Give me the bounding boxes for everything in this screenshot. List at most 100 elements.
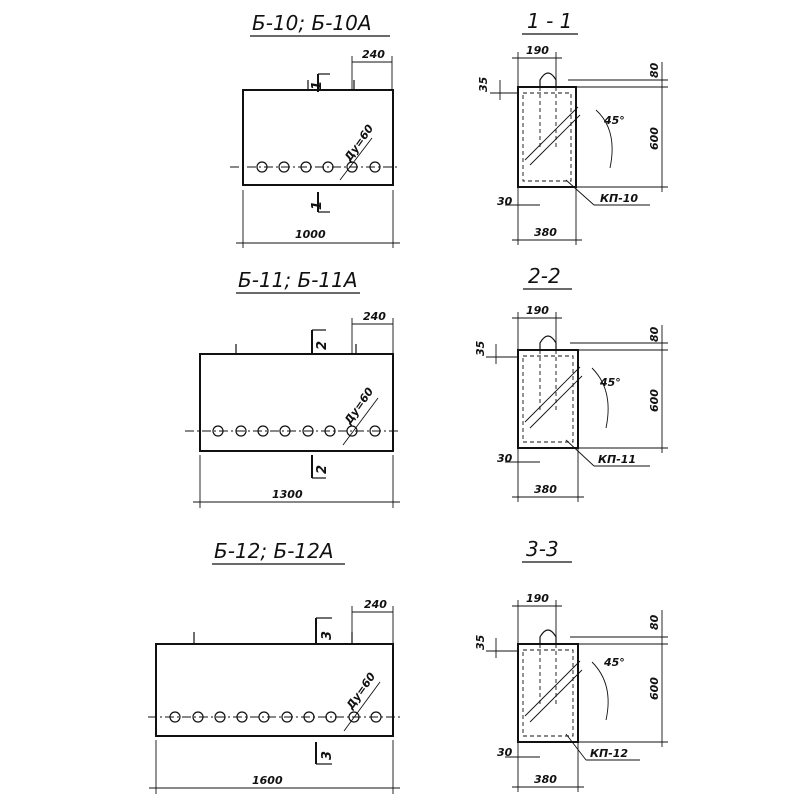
section-1-dim-30: 30 [497, 195, 513, 208]
section-1-width-bottom: 380 [534, 226, 557, 239]
block-b10-row: Б-10; Б-10А Ду=60 1 1 240 [230, 9, 668, 248]
section-3-dim-35: 35 [474, 634, 487, 650]
hole [325, 711, 337, 723]
section-3-angle-arc [591, 661, 609, 721]
block-b10-holes [256, 161, 381, 173]
block-b11-hole-label: Ду=60 [341, 385, 376, 428]
block-b12-title: Б-12; Б-12А [214, 539, 334, 563]
hole [236, 711, 248, 723]
section-3-outline [517, 643, 579, 743]
section-2-bevel [524, 366, 581, 423]
block-b10-title: Б-10; Б-10А [252, 11, 372, 35]
section-1-bevel [529, 114, 581, 166]
hole [324, 425, 336, 437]
section-2-bevel [529, 375, 583, 429]
section-2-title: 2-2 [528, 264, 561, 288]
frame-leader [565, 439, 595, 467]
hole [192, 711, 204, 723]
section-1-frame-label: КП-10 [600, 192, 638, 205]
block-b11-length-label: 1300 [272, 488, 303, 501]
hole [279, 425, 291, 437]
block-b10-length-label: 1000 [295, 228, 326, 241]
section-1-bevel [524, 106, 579, 161]
section-3-lifting-loop [539, 629, 557, 644]
section-2-lifting-loop [539, 335, 557, 350]
hole [278, 161, 290, 173]
hole [346, 161, 358, 173]
block-b11-holes [212, 425, 381, 437]
block-b11-cut-mark-bottom: 2 [315, 465, 330, 474]
block-b11-elevation [199, 353, 394, 452]
hole [302, 425, 314, 437]
block-b10-offset-label: 240 [362, 48, 385, 61]
section-3-dim-30: 30 [497, 746, 513, 759]
hole [348, 711, 360, 723]
section-3-bevel [529, 669, 583, 723]
section-1-dim-35: 35 [477, 76, 490, 92]
block-b12-cut-mark-top: 3 [320, 631, 335, 640]
section-1-outline [517, 86, 577, 188]
block-b12-offset-label: 240 [364, 598, 387, 611]
hole-leader [343, 681, 381, 732]
block-b11-title: Б-11; Б-11А [238, 268, 358, 292]
section-2-width-top: 190 [526, 304, 549, 317]
section-3-title: 3-3 [526, 537, 559, 561]
section-1-rebar-cage [522, 92, 572, 182]
hole [370, 711, 382, 723]
section-3-bevel [524, 660, 581, 717]
section-1-angle-arc [595, 109, 613, 169]
section-1-title: 1 - 1 [527, 9, 572, 33]
block-b10-hole-label: Ду=60 [341, 122, 376, 165]
frame-leader [565, 179, 595, 206]
section-1-width-top: 190 [526, 44, 549, 57]
hole [257, 425, 269, 437]
block-b12-holes [169, 711, 382, 723]
hole [169, 711, 181, 723]
section-2-frame-label: КП-11 [598, 453, 636, 466]
block-b10-cut-mark-top: 1 [310, 81, 325, 90]
block-b11-row: Б-11; Б-11А Ду=60 2 2 240 1300 [185, 264, 668, 508]
block-b11-cut-mark-top: 2 [315, 341, 330, 350]
hole [303, 711, 315, 723]
block-b12-length-label: 1600 [252, 774, 283, 787]
hole [369, 161, 381, 173]
section-3-frame-label: КП-12 [590, 747, 628, 760]
hole [346, 425, 358, 437]
section-2-dim-30: 30 [497, 452, 513, 465]
hole [235, 425, 247, 437]
section-2-angle-arc [591, 367, 609, 429]
frame-leader [565, 733, 587, 761]
section-2-angle-label: 45° [599, 376, 621, 389]
section-2-dim-35: 35 [474, 340, 487, 356]
section-3-angle-label: 45° [603, 656, 625, 669]
hole [212, 425, 224, 437]
block-b12-elevation [155, 643, 394, 737]
section-3-rebar-cage [522, 649, 574, 737]
hole [256, 161, 268, 173]
section-1-dim-80: 80 [648, 62, 661, 78]
hole [369, 425, 381, 437]
section-1-angle-label: 45° [603, 114, 625, 127]
section-2-rebar-cage [522, 355, 574, 443]
hole [281, 711, 293, 723]
section-3-width-top: 190 [526, 592, 549, 605]
section-2-height: 600 [648, 389, 661, 412]
section-2-dim-80: 80 [648, 326, 661, 342]
block-b10-cut-mark-bottom: 1 [310, 201, 325, 210]
section-3-height: 600 [648, 677, 661, 700]
hole-leader [342, 397, 379, 446]
hole [300, 161, 312, 173]
block-b12-row: Б-12; Б-12А Ду=60 3 3 240 [148, 537, 668, 794]
block-b12-cut-mark-bottom: 3 [320, 751, 335, 760]
section-3-width-bottom: 380 [534, 773, 557, 786]
hole [214, 711, 226, 723]
block-b11-offset-label: 240 [363, 310, 386, 323]
section-1-lifting-loop [539, 72, 557, 87]
hole-leader [339, 137, 373, 181]
section-3-dim-80: 80 [648, 614, 661, 630]
section-2-outline [517, 349, 579, 449]
hole [258, 711, 270, 723]
section-2-width-bottom: 380 [534, 483, 557, 496]
hole [322, 161, 334, 173]
